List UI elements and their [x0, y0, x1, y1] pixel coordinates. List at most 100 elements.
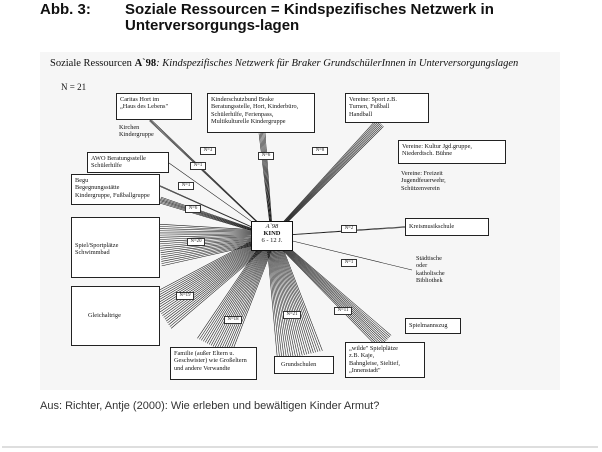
edge-line	[272, 234, 389, 339]
edge-line	[270, 236, 296, 358]
count-label-gleichaltrige: N=19	[176, 292, 194, 300]
edge-line	[272, 235, 387, 341]
edge-line	[258, 133, 272, 237]
node-caritas: Caritas Hort im „Haus des Lebens"	[116, 93, 192, 120]
edge-line	[267, 236, 285, 360]
edge-line	[170, 239, 275, 329]
edge-line	[270, 237, 380, 349]
edge-line	[273, 235, 310, 354]
edge-line	[208, 235, 272, 345]
edge-line	[259, 133, 272, 237]
edge-line	[271, 123, 381, 237]
edge-line	[272, 125, 383, 237]
edge-line	[151, 232, 270, 300]
edge-line	[270, 237, 381, 348]
edge-line	[222, 237, 275, 352]
edge-bundle-grundschulen	[266, 234, 323, 362]
edge-line	[199, 233, 269, 340]
edge-line	[270, 236, 382, 347]
edge-bundle-sport	[270, 119, 384, 238]
edge-line	[264, 132, 274, 236]
figure-number: Abb. 3:	[40, 1, 91, 18]
edge-line	[267, 237, 283, 361]
edge-line	[203, 234, 270, 342]
edge-bundle-familie	[197, 233, 277, 356]
edge-line	[216, 236, 273, 349]
count-label-awo: N=1	[190, 162, 206, 170]
edge-line	[271, 120, 378, 236]
edge-line	[273, 235, 307, 355]
count-label-begu-1: N=1	[178, 182, 194, 190]
edge-line	[271, 121, 379, 236]
count-label-caritas: N=3	[200, 147, 216, 155]
node-kirchen: Kirchen Kindergruppe	[119, 124, 154, 139]
edge-line	[268, 236, 290, 359]
edge-line	[152, 233, 271, 302]
count-label-sport: N=8	[312, 147, 328, 155]
node-wilde-spielplaetze: „wilde" Spielplätze z.B. Kaje, Bahngleis…	[345, 342, 425, 378]
edge-line	[271, 122, 380, 237]
node-bibliothek: Städtische oder katholische Bibliothek	[416, 255, 445, 285]
diagram-title-bold: A`98	[134, 58, 157, 69]
edge-line	[269, 236, 292, 359]
edge-line	[275, 235, 314, 353]
edge-line	[149, 232, 270, 298]
node-spielplaetze: Spiel/Sportplätze Schwimmbad	[71, 217, 160, 278]
edge-line	[263, 132, 273, 236]
edge-line	[271, 236, 384, 344]
center-label-kind: KIND	[263, 230, 281, 238]
edge-line	[228, 237, 276, 355]
edge-line	[230, 238, 277, 356]
edge-line	[271, 236, 383, 345]
edge-line	[261, 133, 273, 237]
edge-line	[164, 237, 274, 320]
edge-line	[224, 237, 275, 353]
edge-line	[149, 120, 273, 237]
edge-bundle-kreismusikschule	[271, 226, 406, 237]
edge-line	[262, 132, 273, 237]
edge-line	[271, 235, 301, 357]
edge-line	[197, 233, 269, 339]
count-label-wilde-spielplaetze: N=11	[334, 307, 352, 315]
edge-line	[150, 119, 273, 237]
edge-bundle-kinderschutzbund	[258, 132, 274, 237]
count-label-bibliothek: N=1	[341, 259, 357, 267]
edge-line	[272, 124, 382, 237]
node-vereine-sport: Vereine: Sport z.B. Turnen, Fußball Hand…	[345, 93, 429, 123]
edge-line	[149, 119, 273, 237]
edge-bundle-bibliothek	[271, 235, 413, 271]
edge-line	[273, 234, 391, 337]
edge-line	[270, 236, 294, 358]
count-label-kinderschutzbund: N=6	[258, 152, 274, 160]
edge-line	[272, 126, 384, 238]
node-spielmannszug: Spielmannszug	[405, 318, 461, 334]
edge-line	[272, 235, 388, 340]
diagram-title: Soziale Ressourcen A`98: Kindspezifische…	[50, 58, 518, 69]
edge-line	[220, 236, 274, 351]
edge-bundle-caritas	[149, 119, 273, 237]
node-vereine-freizeit: Vereine: Freizeit Jugendfeuerwehr, Schüt…	[401, 170, 446, 192]
source-caption: Aus: Richter, Antje (2000): Wie erleben …	[40, 400, 380, 412]
node-awo: AWO Beratungsstelle Schülerhilfe	[87, 152, 169, 173]
edge-line	[271, 236, 299, 357]
edge-line	[212, 235, 272, 347]
diagram-title-rest: : Kindspezifisches Netzwerk für Braker G…	[156, 58, 519, 69]
node-kreismusikschule: Kreismusikschule	[405, 218, 489, 236]
edge-line	[271, 235, 413, 271]
edge-bundle-wilde	[270, 234, 392, 349]
count-label-grundschulen: N=21	[283, 311, 301, 319]
edge-line	[210, 235, 272, 346]
edge-line	[266, 237, 278, 362]
edge-line	[271, 235, 386, 343]
edge-line	[275, 234, 316, 353]
center-node-kind: A`98 KIND 6 - 12 J.	[251, 221, 293, 251]
edge-line	[226, 237, 276, 354]
node-gleichaltrige: Gleichaltrige	[71, 286, 160, 346]
edge-line	[268, 236, 287, 360]
edge-line	[270, 119, 377, 236]
edge-line	[272, 235, 305, 356]
edge-line	[218, 236, 274, 350]
edge-line	[273, 234, 392, 336]
